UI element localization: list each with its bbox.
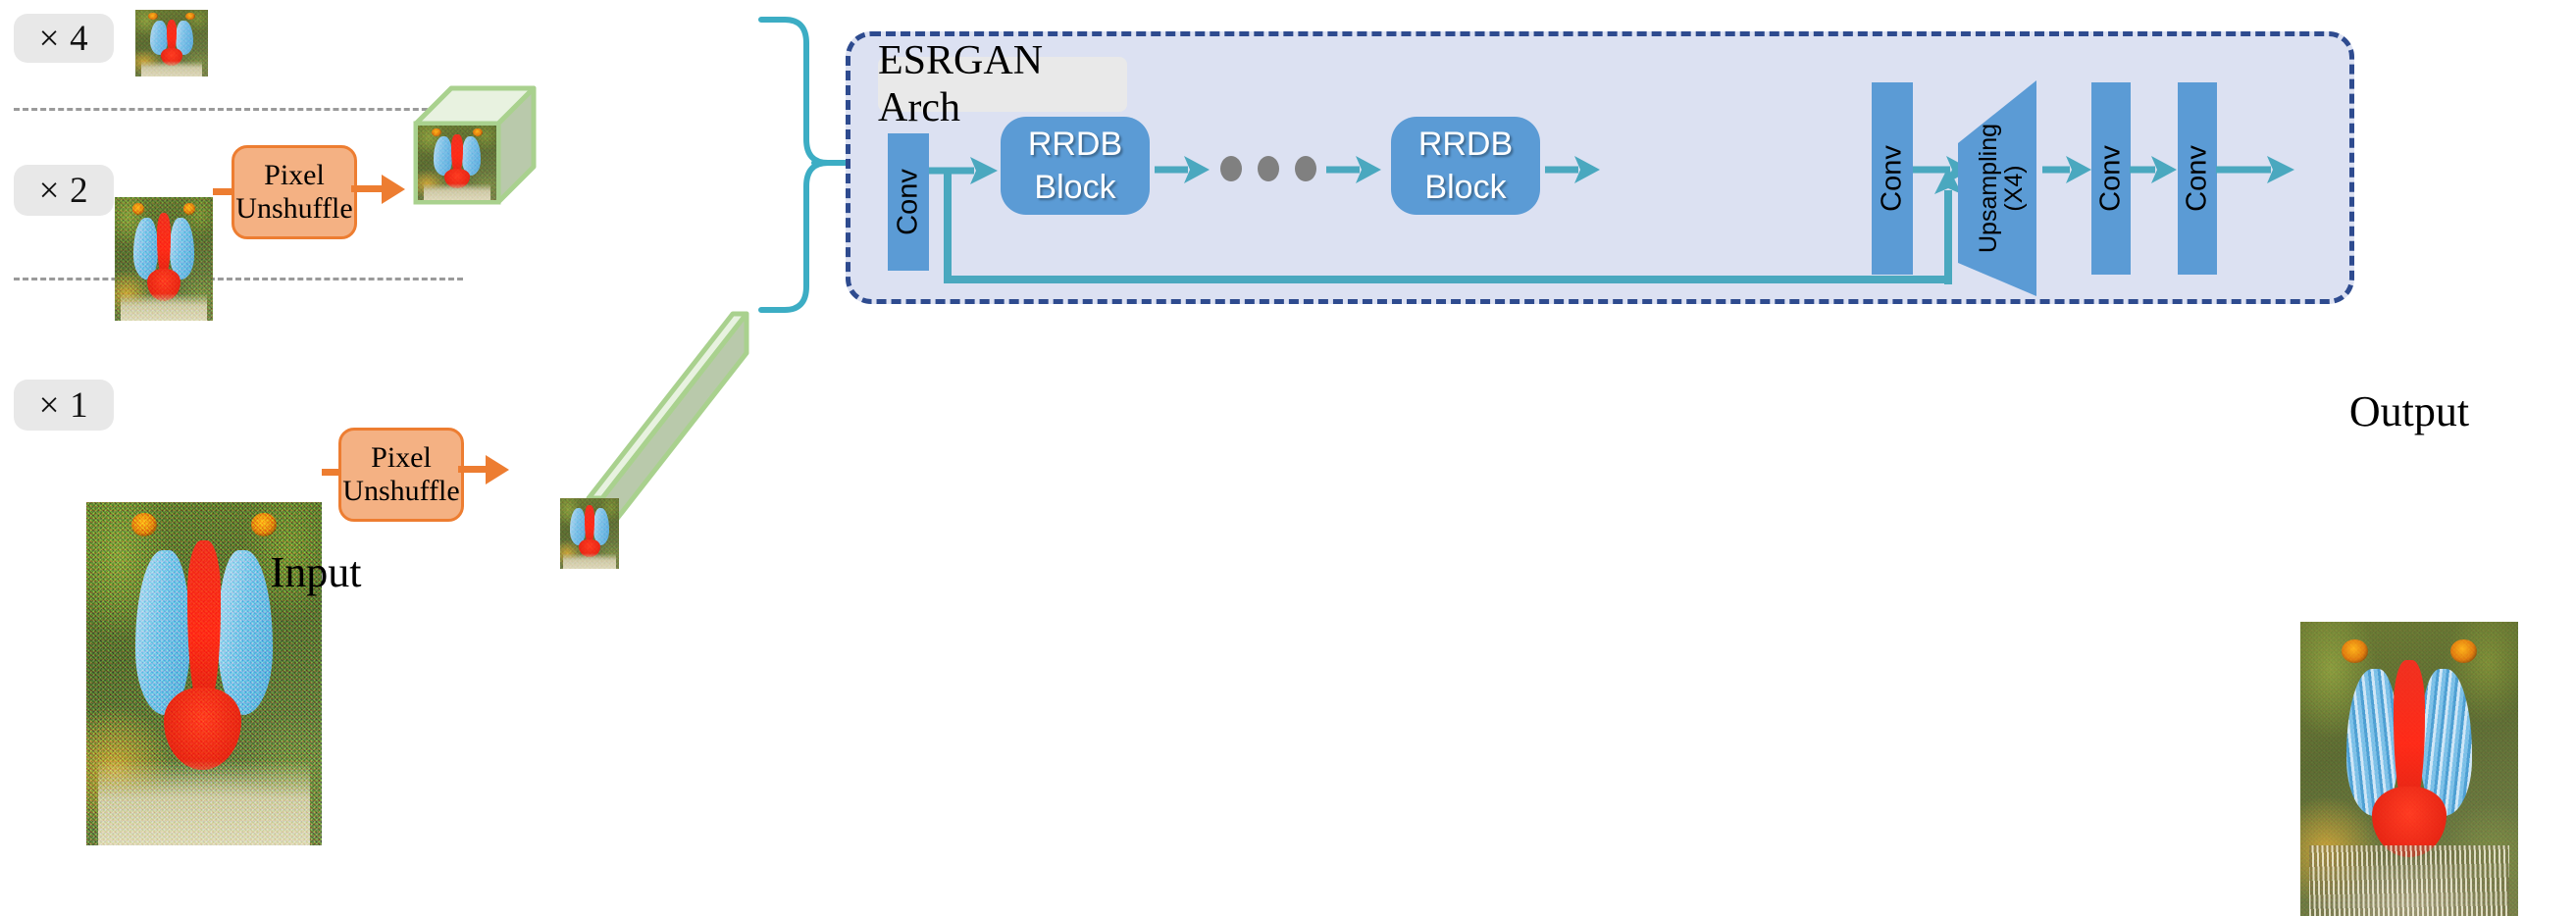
- mandrill-eye-left: [130, 512, 157, 536]
- mandrill-cheek-right: [461, 136, 481, 176]
- scale-chip-x2[interactable]: × 2: [14, 165, 114, 216]
- mandrill-eye-right: [473, 128, 483, 136]
- mandrill-eye-left: [148, 12, 158, 21]
- esrgan-arch-title: ESRGAN Arch: [878, 38, 1127, 130]
- rrdb-block-first[interactable]: RRDB Block: [1001, 117, 1150, 215]
- mandrill-beard: [140, 60, 203, 76]
- pixel-unshuffle-input-line-x1: [322, 469, 341, 476]
- mandrill-cheek-left: [434, 136, 453, 176]
- tensor-slab-x1: [505, 302, 750, 569]
- mandrill-cheek-left: [149, 20, 168, 56]
- conv-in-bar[interactable]: Conv: [888, 133, 929, 271]
- rrdb-block-last[interactable]: RRDB Block: [1391, 117, 1540, 215]
- mandrill-nose: [451, 134, 463, 176]
- pixel-unshuffle-line2: Unshuffle: [342, 475, 460, 507]
- pixel-unshuffle-line1: Pixel: [264, 159, 325, 192]
- mandrill-eye-left: [132, 203, 144, 215]
- pixel-unshuffle-output-line-x2: [351, 185, 384, 192]
- pixel-unshuffle-box-x1[interactable]: Pixel Unshuffle: [338, 428, 464, 522]
- arrow-rrdb-first-to-dots: [1155, 152, 1211, 187]
- mandrill-beard: [121, 293, 207, 321]
- upsampling-line2: (X4): [1999, 165, 2028, 212]
- scale-chip-x4[interactable]: × 4: [14, 14, 114, 63]
- mandrill-cheek-right: [593, 508, 609, 545]
- arrow-conv-in-to-rrdb: [929, 153, 1000, 188]
- pixel-unshuffle-box-x2[interactable]: Pixel Unshuffle: [232, 145, 357, 239]
- scale-chip-x4-label: × 4: [38, 18, 89, 59]
- arrow-head-orange-x1: [486, 455, 509, 484]
- esrgan-arch-title-label: ESRGAN Arch: [878, 38, 1044, 130]
- arrow-upsampling-to-conv-hr: [2042, 152, 2093, 187]
- pixel-unshuffle-output-line-x1: [458, 466, 488, 473]
- output-caption-label: Output: [2348, 387, 2470, 435]
- mandrill-eye-right: [183, 203, 195, 215]
- conv-body-label: Conv: [1876, 145, 1908, 212]
- mandrill-cheek-left: [570, 508, 586, 545]
- skip-connection-vertical-left: [944, 169, 952, 283]
- input-to-arch-brace: [755, 14, 853, 318]
- slab-face-thumbnail-x2: [418, 126, 496, 200]
- mandrill-cheek-right: [170, 218, 194, 280]
- ellipsis-dot-2: [1258, 156, 1279, 181]
- input-caption-label: Input: [270, 548, 362, 596]
- separator-top: [14, 108, 463, 111]
- separator-bottom: [14, 278, 463, 280]
- upsampling-line1: Upsampling: [1974, 123, 2002, 254]
- output-caption: Output: [2300, 386, 2518, 436]
- figure-root: × 4 × 2 × 1 Pixel Unshuffle: [14, 10, 2518, 916]
- input-thumbnail-x4: [135, 10, 208, 76]
- image-noise: [560, 498, 619, 569]
- arrow-conv-last-to-output: [2216, 152, 2296, 187]
- mandrill-eye-left: [432, 128, 441, 136]
- ellipsis-dot-3: [1295, 156, 1316, 181]
- conv-in-label: Conv: [892, 169, 924, 235]
- rrdb-last-line2: Block: [1424, 169, 1507, 206]
- image-noise: [418, 126, 496, 200]
- tensor-slab-x2: [412, 84, 538, 206]
- skip-connection-horizontal: [944, 276, 1948, 283]
- arrow-dots-to-rrdb-last: [1326, 152, 1383, 187]
- upsampling-label: Upsampling (X4): [1974, 123, 2028, 254]
- conv-last-label: Conv: [2181, 145, 2213, 212]
- mandrill-nose: [157, 213, 171, 278]
- rrdb-last-line1: RRDB: [1417, 125, 1514, 163]
- mandrill-nose: [166, 19, 178, 54]
- image-noise: [135, 10, 208, 76]
- scale-chip-x2-label: × 2: [38, 170, 89, 211]
- mandrill-nose: [585, 505, 594, 545]
- conv-hr-label: Conv: [2094, 145, 2127, 212]
- mandrill-cheek-right: [176, 20, 194, 56]
- image-noise: [2300, 622, 2518, 916]
- input-thumbnail-x2: [115, 197, 213, 321]
- scale-chip-x1[interactable]: × 1: [14, 380, 114, 431]
- mandrill-eye-right: [185, 12, 195, 21]
- mandrill-beard: [563, 553, 616, 569]
- upsampling-block[interactable]: Upsampling (X4): [1954, 76, 2044, 300]
- scale-chip-x1-label: × 1: [38, 384, 89, 426]
- slab-face-thumbnail-x1: [560, 498, 619, 569]
- mandrill-snout: [444, 169, 470, 188]
- mandrill-snout: [579, 538, 600, 558]
- ellipsis-dot-1: [1220, 156, 1242, 181]
- pixel-unshuffle-line1: Pixel: [371, 441, 432, 475]
- arrow-conv-hr-to-conv-last: [2130, 152, 2179, 187]
- arrow-rrdb-last-to-conv-body: [1545, 152, 1602, 187]
- mandrill-eye-right: [251, 512, 278, 536]
- output-image: [2300, 622, 2518, 916]
- rrdb-first-line1: RRDB: [1027, 125, 1123, 163]
- conv-last-bar[interactable]: Conv: [2178, 82, 2217, 275]
- conv-hr-bar[interactable]: Conv: [2091, 82, 2131, 275]
- mandrill-beard: [423, 183, 491, 200]
- input-caption: Input: [228, 547, 404, 597]
- image-noise: [115, 197, 213, 321]
- conv-body-bar[interactable]: Conv: [1872, 82, 1913, 275]
- pixel-unshuffle-line2: Unshuffle: [235, 192, 353, 225]
- rrdb-first-line2: Block: [1034, 169, 1116, 206]
- arrow-head-orange-x2: [382, 175, 405, 204]
- pixel-unshuffle-input-line-x2: [213, 188, 236, 195]
